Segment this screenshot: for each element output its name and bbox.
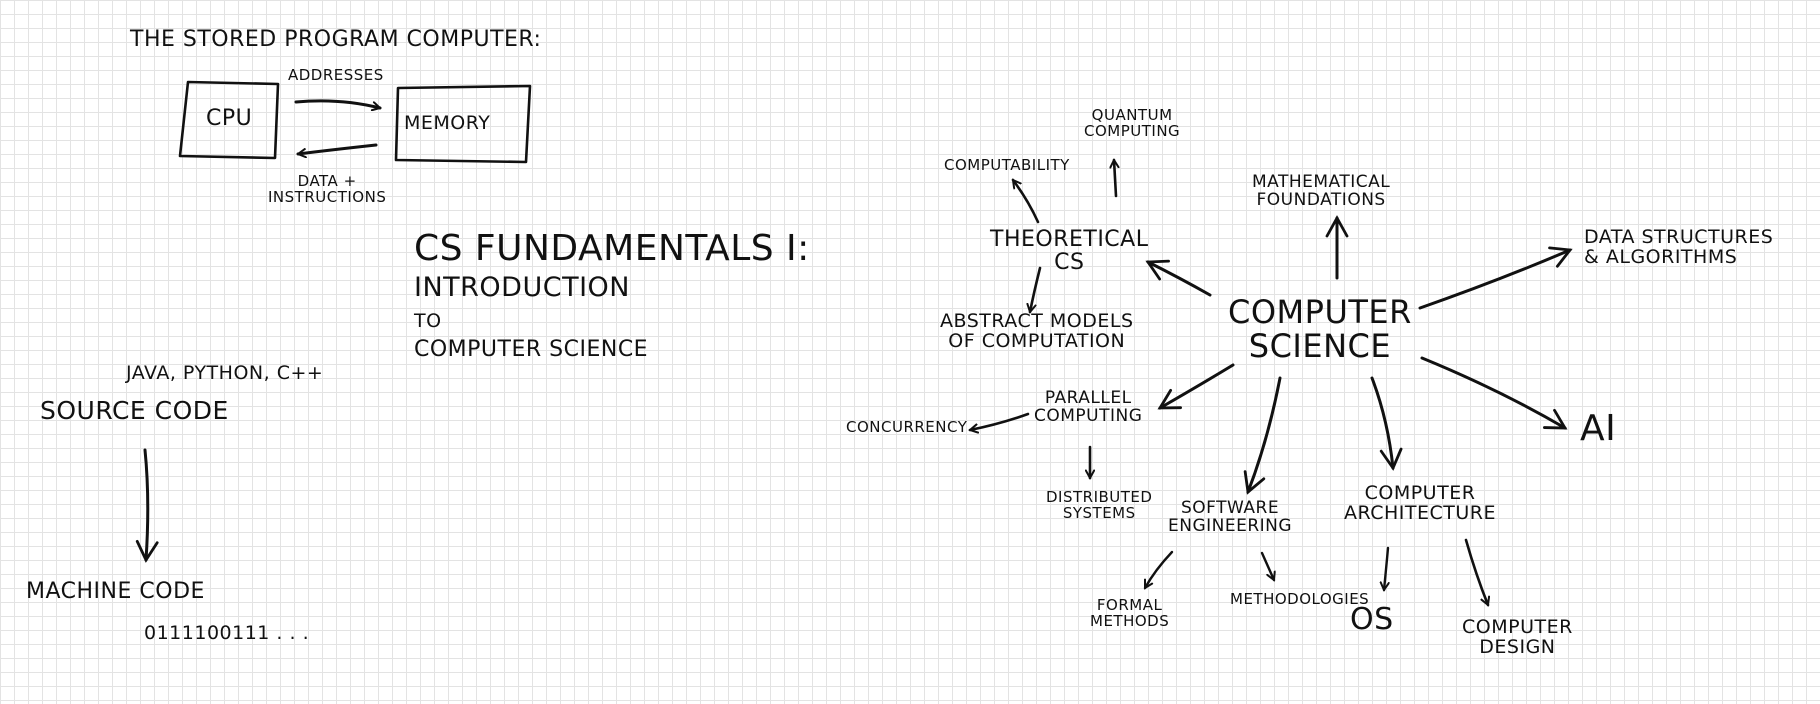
arrow-to-parallel bbox=[1157, 363, 1235, 410]
software-engineering-node: SOFTWARE ENGINEERING bbox=[1168, 498, 1293, 536]
course-title-line1: CS FUNDAMENTALS I: bbox=[414, 228, 810, 269]
abstract-models-node: ABSTRACT MODELS OF COMPUTATION bbox=[940, 310, 1134, 352]
binary-label: 0111100111 . . . bbox=[144, 622, 310, 644]
course-title-line2: INTRODUCTION bbox=[414, 272, 630, 303]
memory-label: MEMORY bbox=[404, 112, 491, 134]
arrow-to-quantum bbox=[1114, 160, 1116, 198]
addresses-arrow bbox=[294, 99, 380, 108]
languages-label: JAVA, PYTHON, C++ bbox=[126, 362, 324, 384]
ai-node: AI bbox=[1580, 408, 1617, 449]
computer-architecture-node: COMPUTER ARCHITECTURE bbox=[1344, 482, 1497, 524]
theoretical-cs-node: THEORETICAL CS bbox=[990, 227, 1149, 276]
parallel-computing-node: PARALLEL COMPUTING bbox=[1034, 388, 1143, 426]
addresses-label: ADDRESSES bbox=[288, 66, 384, 84]
arrow-to-theoretical bbox=[1145, 259, 1212, 297]
data-instructions-label: DATA + INSTRUCTIONS bbox=[268, 172, 387, 206]
arrow-to-abstract-models bbox=[1030, 266, 1042, 312]
arrow-to-ai bbox=[1420, 356, 1568, 430]
arrow-to-concurrency bbox=[970, 412, 1030, 430]
arrow-to-methodologies bbox=[1260, 551, 1274, 580]
os-node: OS bbox=[1350, 602, 1394, 637]
source-code-label: SOURCE CODE bbox=[40, 396, 229, 425]
computability-node: COMPUTABILITY bbox=[944, 156, 1070, 174]
quantum-computing-node: QUANTUM COMPUTING bbox=[1084, 106, 1181, 140]
machine-code-label: MACHINE CODE bbox=[26, 579, 205, 604]
methodologies-node: METHODOLOGIES bbox=[1230, 590, 1370, 608]
arrow-to-os bbox=[1384, 546, 1388, 590]
arrow-to-data-structures bbox=[1418, 246, 1573, 310]
distributed-systems-node: DISTRIBUTED SYSTEMS bbox=[1046, 488, 1153, 522]
data-arrow bbox=[298, 143, 378, 154]
arrow-to-architecture bbox=[1370, 376, 1403, 471]
compile-arrow bbox=[135, 448, 159, 563]
stored-program-title: THE STORED PROGRAM COMPUTER: bbox=[130, 27, 542, 52]
arrow-to-software bbox=[1243, 376, 1282, 495]
computer-science-node: COMPUTER SCIENCE bbox=[1228, 293, 1412, 365]
formal-methods-node: FORMAL METHODS bbox=[1090, 596, 1170, 630]
concurrency-node: CONCURRENCY bbox=[846, 418, 968, 436]
mathematical-foundations-node: MATHEMATICAL FOUNDATIONS bbox=[1252, 172, 1391, 210]
course-title-line3: TO bbox=[414, 310, 442, 332]
arrow-to-computer-design bbox=[1464, 538, 1488, 605]
cpu-box bbox=[178, 80, 280, 160]
arrow-to-formal-methods bbox=[1143, 550, 1174, 588]
course-title-line4: COMPUTER SCIENCE bbox=[414, 337, 649, 362]
memory-box bbox=[394, 84, 532, 164]
computer-design-node: COMPUTER DESIGN bbox=[1462, 616, 1573, 658]
cpu-label: CPU bbox=[206, 106, 253, 131]
arrow-to-computability bbox=[1011, 180, 1040, 224]
data-structures-node: DATA STRUCTURES & ALGORITHMS bbox=[1584, 226, 1774, 268]
